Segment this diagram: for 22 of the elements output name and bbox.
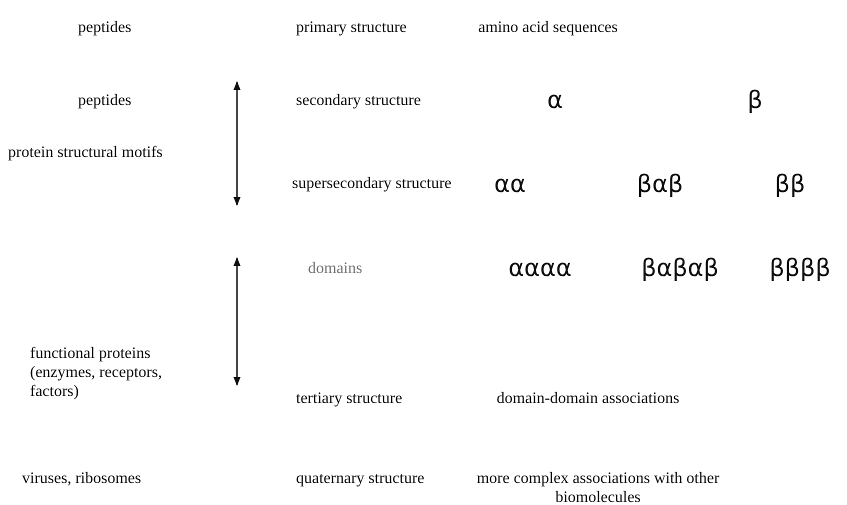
description-text: more complex associations with other biomolecules xyxy=(476,469,720,505)
row-label: peptides xyxy=(78,91,132,110)
row-label: protein structural motifs xyxy=(8,143,163,162)
level-label: quaternary structure xyxy=(296,469,424,488)
description-text: amino acid sequences xyxy=(478,18,618,37)
description-text: domain-domain associations xyxy=(496,389,680,408)
row-label: functional proteins (enzymes, receptors, factors) xyxy=(30,344,163,401)
level-label: tertiary structure xyxy=(296,389,402,408)
greek-symbol-text: ββββ xyxy=(769,254,831,282)
greek-symbol-text: αααα xyxy=(508,254,572,282)
greek-symbol-text: βαβαβ xyxy=(641,254,719,282)
row-label: peptides xyxy=(78,18,132,37)
level-label: secondary structure xyxy=(296,91,421,110)
greek-symbol-text: α xyxy=(547,86,563,114)
greek-symbol-text: αα xyxy=(494,170,526,198)
greek-symbol-text: β xyxy=(747,86,763,114)
greek-symbol-text: ββ xyxy=(774,170,806,198)
greek-symbol-text: βαβ xyxy=(636,170,684,198)
row-label: viruses, ribosomes xyxy=(22,469,142,488)
level-label: domains xyxy=(308,259,362,278)
level-label: primary structure xyxy=(296,18,407,37)
level-label: supersecondary structure xyxy=(292,174,452,193)
